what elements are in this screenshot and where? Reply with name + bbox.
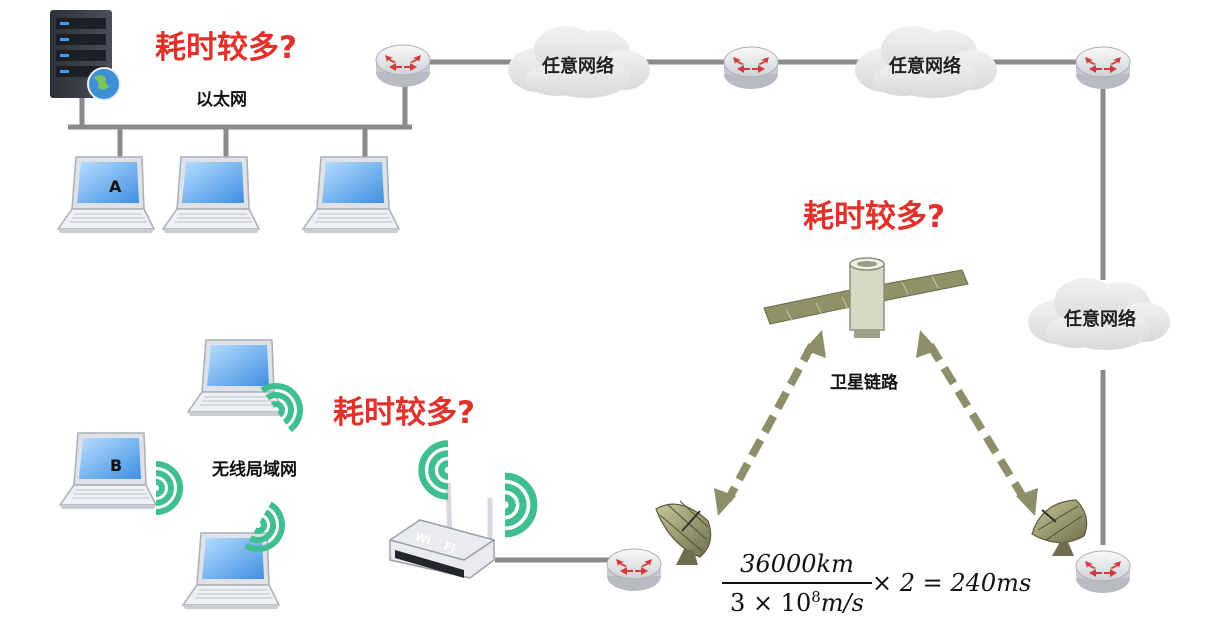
laptop-icon-b bbox=[59, 432, 157, 510]
router-icon bbox=[1075, 46, 1131, 90]
laptop-icon bbox=[182, 532, 280, 610]
cloud-label: 任意网络 bbox=[1064, 309, 1136, 330]
formula-denominator: 3 × 108m/s bbox=[722, 588, 872, 617]
server-icon bbox=[50, 10, 121, 101]
wlan-label: 无线局域网 bbox=[212, 460, 297, 480]
wifi-wave-icon bbox=[246, 504, 291, 558]
router-icon bbox=[375, 44, 431, 88]
satellite-dish-icon bbox=[1031, 499, 1088, 556]
satellite-dish-icon bbox=[655, 500, 712, 565]
formula-denominator-unit: m/s bbox=[820, 589, 864, 617]
wifi-wave-icon bbox=[505, 476, 534, 534]
latency-formula: 36000km 3 × 108m/s × 2 = 240ms bbox=[722, 550, 1052, 630]
satellite-link-arrows bbox=[724, 342, 1029, 503]
arrow-head bbox=[804, 330, 826, 358]
router-icon bbox=[606, 548, 662, 592]
formula-denominator-prefix: 3 × 10 bbox=[730, 589, 812, 617]
arrow-head bbox=[1016, 488, 1038, 516]
question-satellite: 耗时较多? bbox=[803, 199, 945, 235]
network-links bbox=[68, 59, 1106, 563]
wifi-wave-icon bbox=[422, 444, 448, 497]
formula-rhs: × 2 = 240ms bbox=[872, 569, 1032, 597]
router-icon bbox=[723, 46, 779, 90]
formula-exponent: 8 bbox=[811, 588, 821, 606]
cloud-label: 任意网络 bbox=[542, 56, 614, 77]
host-a-label: A bbox=[109, 177, 122, 196]
question-ethernet: 耗时较多? bbox=[155, 30, 297, 66]
host-b-label: B bbox=[110, 456, 123, 475]
fraction-bar bbox=[722, 582, 872, 584]
wifi-wave-icon bbox=[156, 464, 180, 512]
cloud-label: 任意网络 bbox=[889, 56, 961, 77]
satellite-icon bbox=[763, 257, 969, 338]
laptop-icon bbox=[302, 156, 400, 234]
ethernet-label: 以太网 bbox=[196, 90, 247, 110]
arrow-head bbox=[916, 330, 938, 358]
router-icon bbox=[1075, 550, 1131, 594]
laptop-icon-a bbox=[57, 156, 155, 234]
laptop-icon bbox=[187, 339, 285, 417]
satellite-link-label: 卫星链路 bbox=[830, 373, 898, 393]
formula-numerator: 36000km bbox=[740, 550, 854, 578]
laptop-icon bbox=[162, 156, 260, 234]
wifi-router-icon bbox=[389, 444, 534, 579]
question-wireless: 耗时较多? bbox=[333, 395, 475, 431]
arrow-head bbox=[714, 488, 736, 516]
